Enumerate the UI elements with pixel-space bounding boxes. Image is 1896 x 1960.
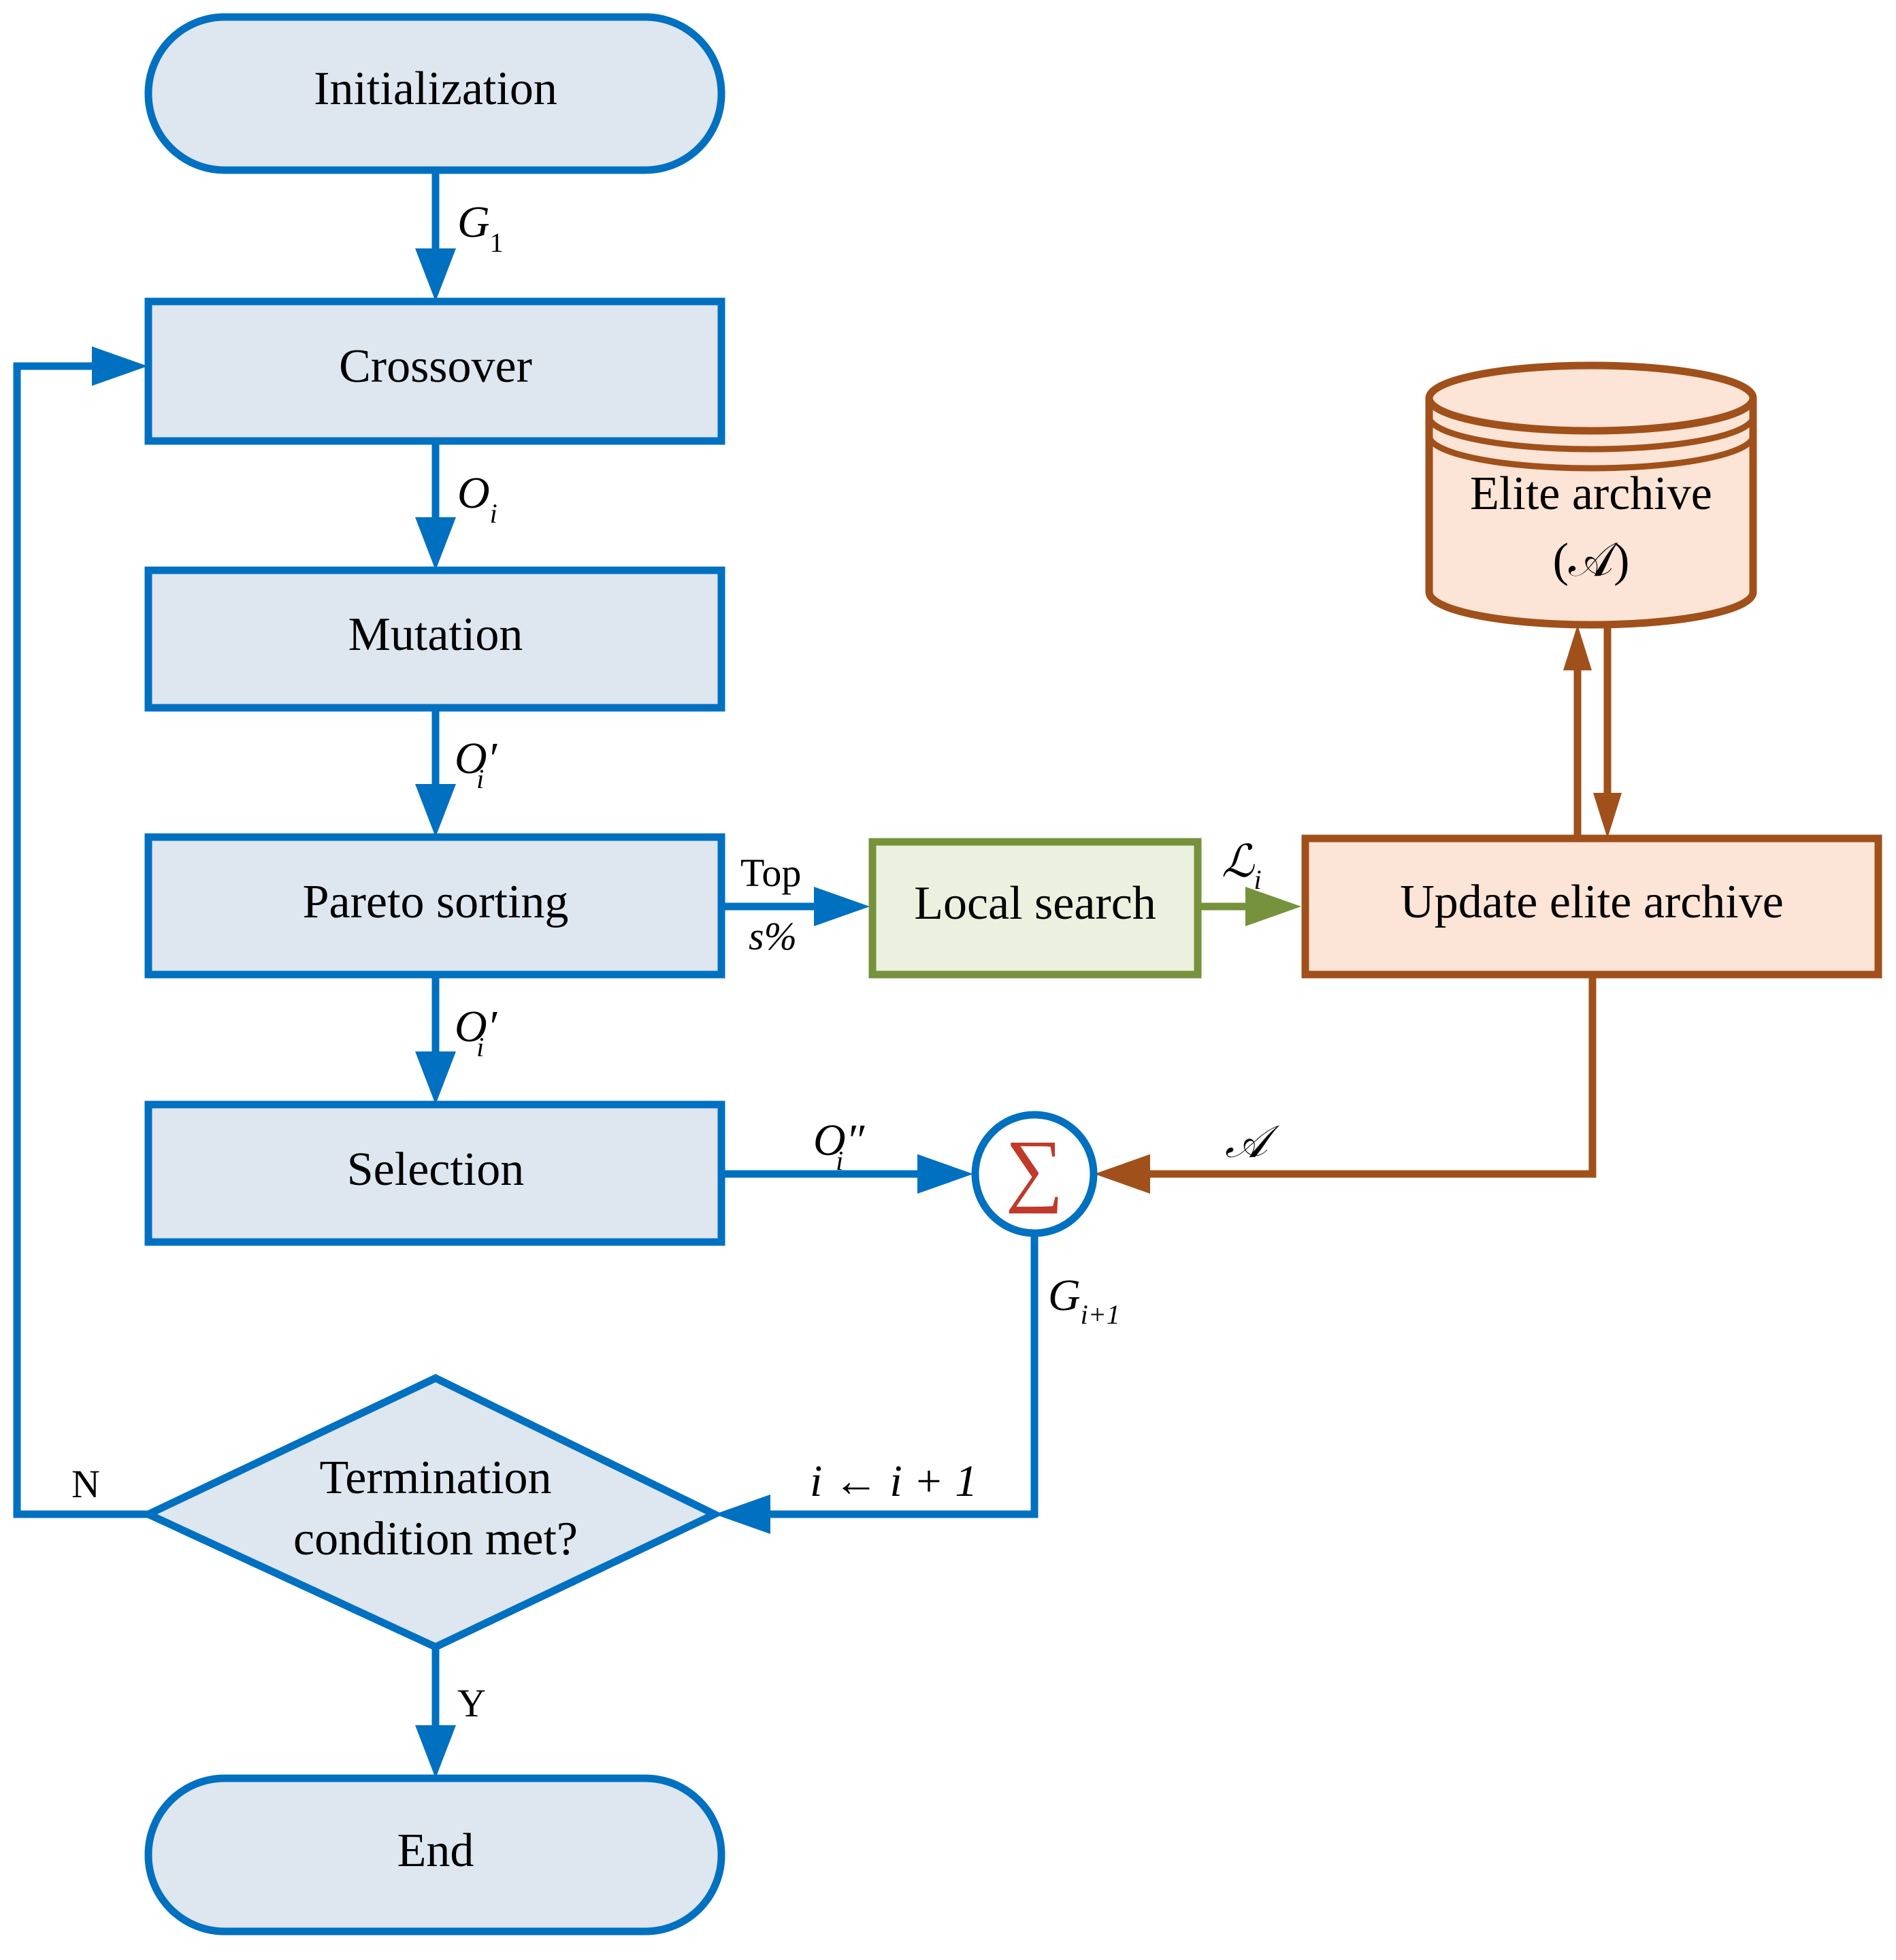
node-initialization-label: Initialization	[314, 63, 557, 115]
label-li: ℒi	[1222, 837, 1262, 895]
node-selection: Selection	[144, 1100, 725, 1246]
arrowhead-init-crossover	[415, 248, 456, 301]
arrowhead-pareto-selection	[415, 1051, 456, 1105]
label-oi-prime-2-base: O′	[455, 1002, 498, 1051]
label-oi-base: O	[457, 468, 490, 518]
arrowhead-selection-sum	[917, 1154, 973, 1194]
label-increment: i ← i + 1	[810, 1456, 977, 1506]
label-no: N	[71, 1462, 100, 1506]
node-local-search-label: Local search	[914, 877, 1156, 930]
node-initialization: Initialization	[144, 13, 725, 174]
label-oi: Oi	[457, 468, 497, 529]
node-end: End	[144, 1774, 725, 1936]
arrowhead-loop-crossover	[92, 346, 148, 386]
node-sum-junction: ∑	[971, 1111, 1098, 1237]
label-gi1-sub: i+1	[1081, 1299, 1120, 1330]
arrowhead-pareto-local	[814, 887, 870, 926]
label-oi-double-prime: O″i	[813, 1115, 866, 1176]
label-oi-double-prime-sub: i	[836, 1145, 843, 1176]
arrowhead-archive-update-down	[1593, 793, 1622, 838]
node-update-archive-label: Update elite archive	[1400, 876, 1784, 928]
label-li-sub: i	[1254, 864, 1262, 895]
node-termination-label-line1: Termination	[319, 1452, 551, 1504]
node-mutation-label: Mutation	[348, 608, 523, 661]
label-oi-prime-2-sub: i	[476, 1032, 484, 1062]
label-s-percent: s%	[749, 914, 797, 958]
label-oi-prime-1: O′i	[455, 734, 498, 794]
arrowhead-local-update	[1245, 887, 1301, 926]
node-crossover: Crossover	[144, 297, 725, 445]
label-oi-prime-2: O′i	[455, 1002, 498, 1062]
label-g1-base: G	[457, 197, 490, 247]
arrowhead-mutation-pareto	[415, 784, 456, 837]
label-top: Top	[740, 851, 801, 895]
label-archive-a: 𝒜	[1225, 1117, 1279, 1167]
label-gi1-base: G	[1048, 1271, 1081, 1320]
node-pareto-sorting-label: Pareto sorting	[303, 876, 569, 928]
node-selection-label: Selection	[347, 1143, 524, 1196]
arrowhead-crossover-mutation	[415, 517, 456, 570]
node-mutation: Mutation	[144, 566, 725, 712]
node-local-search: Local search	[868, 838, 1202, 979]
label-oi-double-prime-base: O″	[813, 1115, 866, 1165]
node-elite-archive-label-line1: Elite archive	[1470, 468, 1712, 520]
edge-update-sum	[1150, 975, 1597, 1178]
label-oi-sub: i	[490, 498, 497, 529]
label-oi-prime-1-base: O′	[455, 734, 498, 783]
arrowhead-update-sum	[1094, 1154, 1150, 1194]
arrowhead-update-archive-up	[1563, 625, 1592, 670]
arrowhead-sum-termination	[715, 1494, 770, 1534]
edges	[13, 170, 1622, 1778]
node-end-label: End	[397, 1825, 474, 1877]
label-gi1: Gi+1	[1048, 1271, 1120, 1330]
sum-symbol: ∑	[1005, 1124, 1064, 1214]
label-yes: Y	[457, 1681, 486, 1725]
node-termination-label-line2: condition met?	[293, 1513, 578, 1565]
node-elite-archive-label-line2: (𝒜)	[1553, 534, 1630, 587]
node-elite-archive: Elite archive (𝒜)	[1425, 361, 1757, 629]
node-update-archive: Update elite archive	[1301, 834, 1882, 979]
label-g1-sub: 1	[490, 227, 504, 258]
label-g1: G1	[457, 197, 504, 258]
node-pareto-sorting: Pareto sorting	[144, 833, 725, 979]
label-oi-prime-1-sub: i	[476, 764, 484, 794]
edge-sum-termination	[770, 1233, 1039, 1518]
edge-termination-crossover-loop	[13, 362, 148, 1518]
node-crossover-label: Crossover	[339, 340, 532, 393]
label-li-base: ℒ	[1222, 837, 1255, 887]
arrowhead-termination-end	[415, 1725, 456, 1778]
node-termination: Termination condition met?	[140, 1373, 723, 1652]
